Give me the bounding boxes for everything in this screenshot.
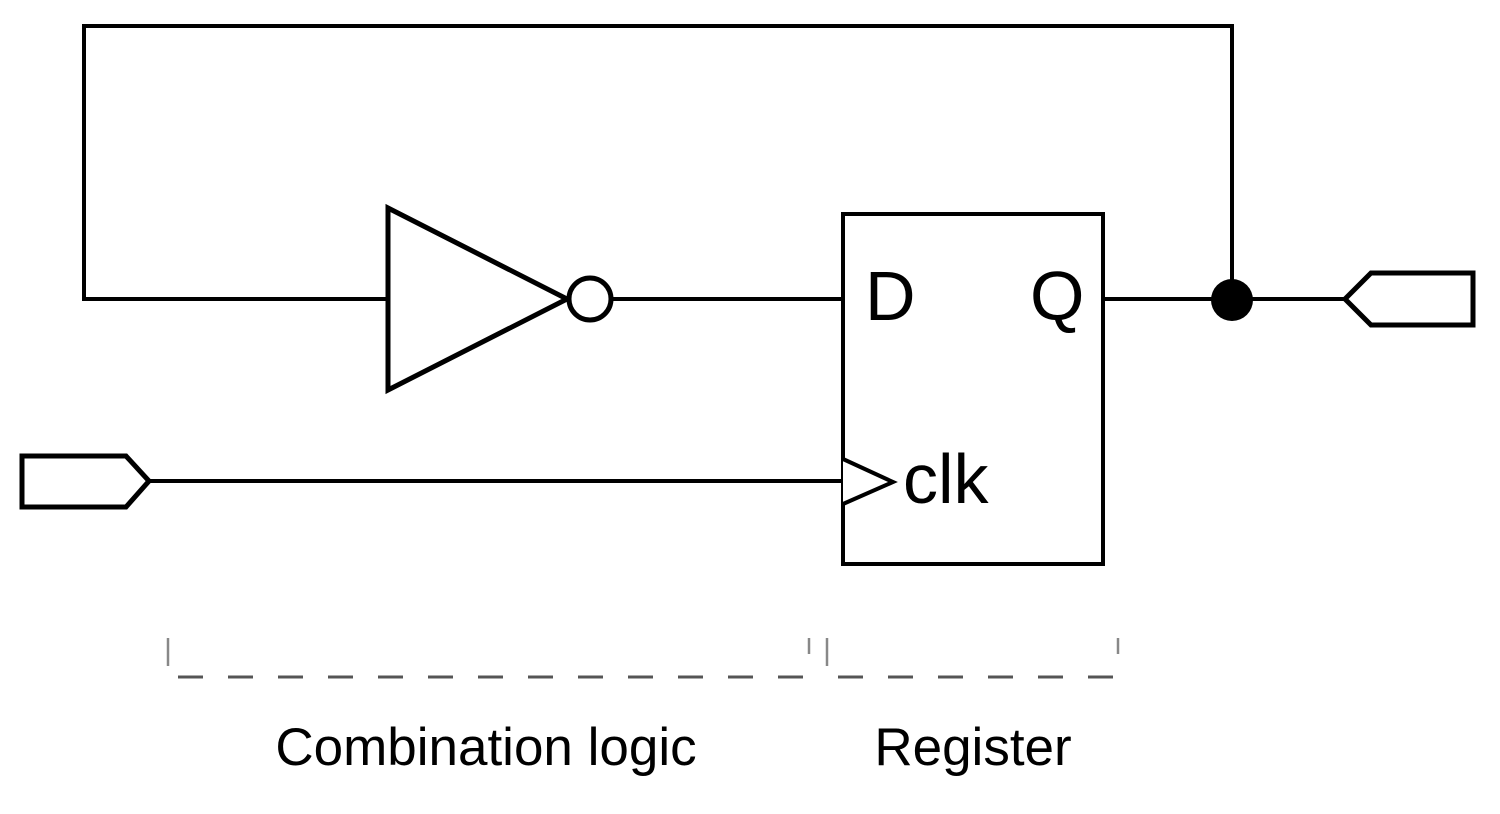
not-gate-bubble (566, 275, 614, 323)
register-q-label: Q (1030, 257, 1084, 335)
register-brace (825, 638, 1120, 679)
feedback-wire (82, 24, 1234, 301)
components (19, 203, 1476, 566)
captions: Combination logic Register (275, 718, 1071, 777)
junction-dot (1211, 279, 1253, 321)
combination-logic-brace (166, 638, 811, 679)
combination-logic-caption: Combination logic (275, 718, 696, 777)
register-d-label: D (865, 257, 916, 335)
output-port-icon (1341, 270, 1476, 328)
register-box (841, 212, 1105, 566)
clock-input-port-icon (19, 453, 153, 510)
not-gate-triangle (385, 203, 573, 395)
register-caption: Register (874, 718, 1071, 777)
clock-edge-triangle-icon (842, 457, 898, 506)
register-labels: D Q clk (865, 257, 1084, 518)
register-clk-label: clk (903, 440, 990, 518)
wires (82, 24, 1348, 483)
